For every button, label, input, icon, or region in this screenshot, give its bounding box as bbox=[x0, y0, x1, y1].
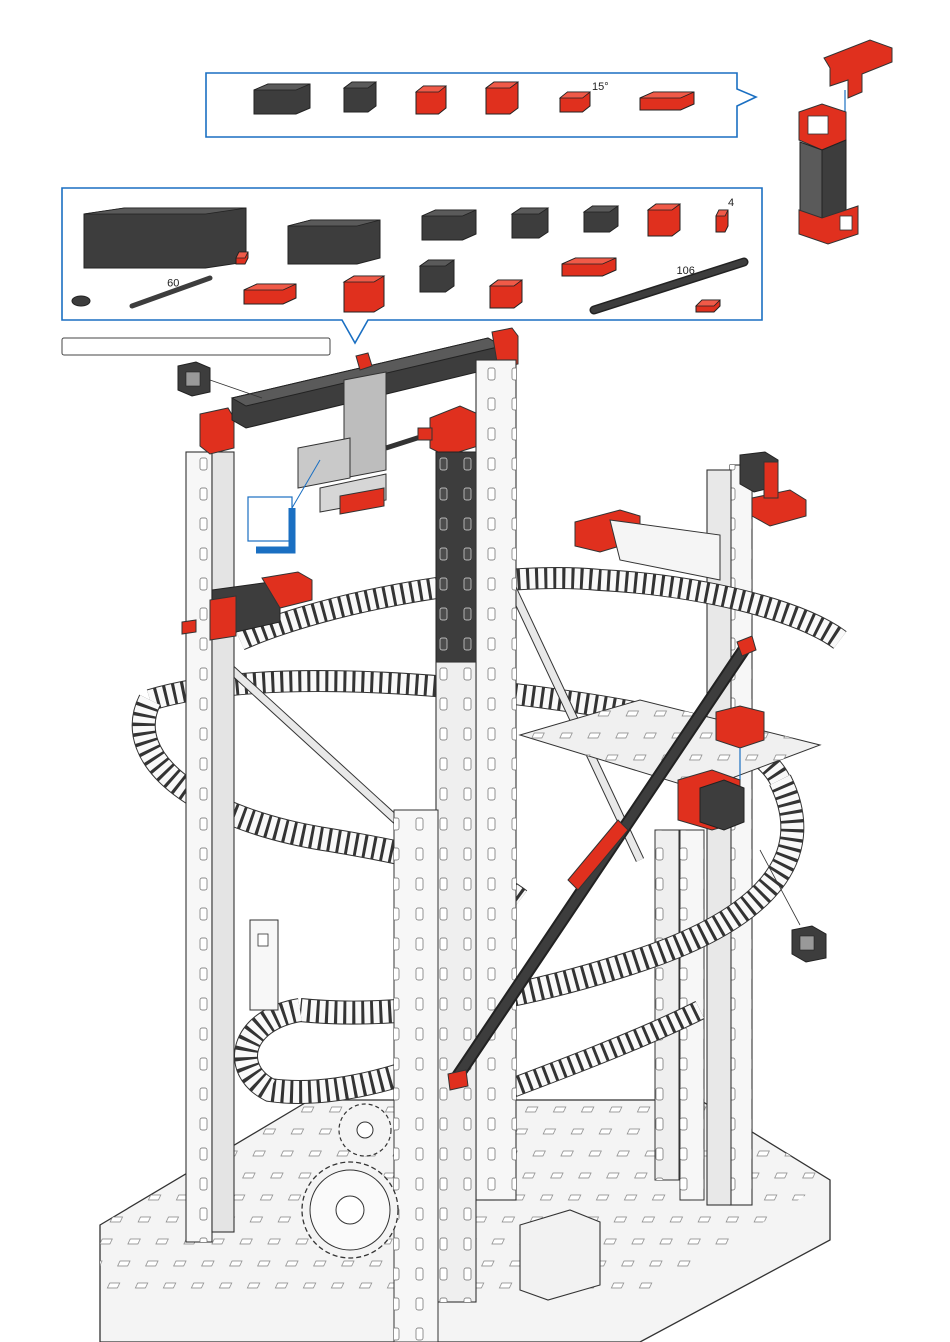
panel-part-washer-dark bbox=[72, 296, 90, 306]
parts-panel: 4 60 106 bbox=[62, 188, 762, 343]
top-parts-panel: 15° bbox=[206, 73, 756, 137]
left-peg-red bbox=[182, 620, 196, 634]
panel-part-flat-plate-red bbox=[244, 284, 296, 304]
panel-part-clip-red bbox=[696, 300, 720, 312]
exploded-column-detail bbox=[799, 40, 892, 244]
panel-part-block-with-bore-dark bbox=[512, 208, 548, 238]
panel-part-double-block-red bbox=[344, 276, 384, 312]
detail-red-angle-top bbox=[824, 40, 892, 98]
panel-part-hub-block-dark bbox=[420, 260, 454, 292]
panel-part-flat-rail-red bbox=[562, 258, 616, 276]
panel-part-angle-block-red bbox=[648, 204, 680, 236]
left-lower-stand bbox=[250, 920, 278, 1010]
middle-top-red-block bbox=[430, 406, 478, 456]
panel-part-cube-adapter-dark bbox=[584, 206, 618, 232]
back-right-red-angle bbox=[752, 490, 806, 526]
marble-run-model bbox=[100, 328, 840, 1342]
top-part-flat-plate-red bbox=[640, 92, 694, 110]
top-part-building-block-red bbox=[416, 86, 446, 114]
central-column bbox=[436, 360, 516, 1302]
panel-part-label: 60 bbox=[167, 277, 179, 289]
panel-part-short-beam-dark bbox=[288, 220, 380, 264]
panel-part-label: 4 bbox=[728, 197, 734, 209]
left-top-red-block bbox=[200, 408, 234, 454]
front-lower-tower bbox=[394, 810, 438, 1342]
panel-part-small-block-red bbox=[490, 280, 522, 308]
panel-part-building-block-dark bbox=[422, 210, 476, 240]
motor-box bbox=[520, 1210, 600, 1300]
detail-dark-bar bbox=[822, 140, 846, 220]
panel-part-label: 106 bbox=[677, 265, 695, 277]
top-part-building-block-30-dark bbox=[254, 84, 310, 114]
top-part-building-block-15-dark bbox=[344, 82, 376, 112]
panel-part-spacer-red bbox=[236, 252, 248, 264]
top-part-label: 15° bbox=[592, 81, 609, 93]
label-box bbox=[62, 338, 330, 355]
rail-red-clip-mid bbox=[568, 820, 628, 890]
panel-part-long-beam-dark bbox=[84, 208, 246, 268]
top-part-angle-block-red bbox=[486, 82, 518, 114]
rail-red-clip-bottom bbox=[448, 1070, 468, 1090]
